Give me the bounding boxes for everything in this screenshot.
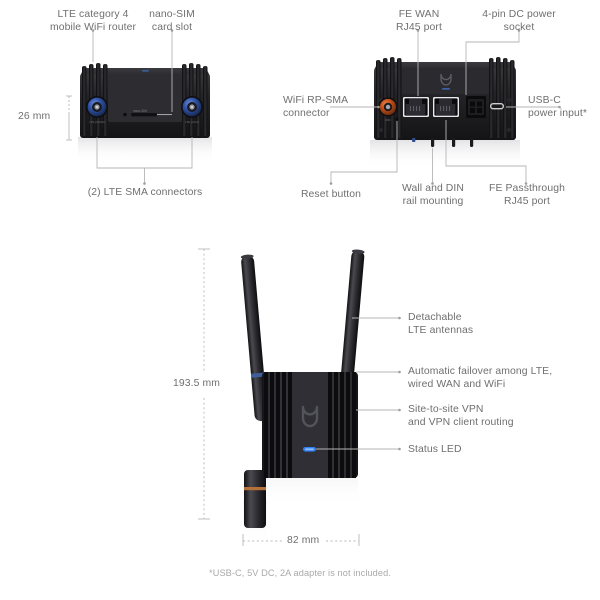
label-detachable-antennas: Detachable LTE antennas <box>408 312 474 337</box>
svg-text:LTE (MAIN): LTE (MAIN) <box>89 120 105 124</box>
label-nano-sim-slot: nano-SIM card slot <box>149 9 195 34</box>
label-usb-c-power-input: USB-C power input* <box>528 95 587 120</box>
antenna-right <box>337 249 365 422</box>
rj45-port-passthrough <box>433 97 459 117</box>
antenna-left <box>240 254 268 422</box>
reset-button-hole <box>395 117 399 121</box>
label-fe-wan-port: FE WAN RJ45 port <box>396 9 442 34</box>
label-reset-button: Reset button <box>300 189 362 200</box>
label-status-led: Status LED <box>408 444 462 455</box>
heatsink-fins-left <box>264 372 292 478</box>
device-rear-view: WIFI <box>370 57 520 168</box>
heatsink-fins-right <box>328 372 356 478</box>
label-site-to-site-vpn: Site-to-site VPN and VPN client routing <box>408 404 514 429</box>
label-fe-passthrough-port: FE Passthrough RJ45 port <box>489 183 565 208</box>
device-front-view: nano-SIM LTE (MAIN) LTE (AUX) <box>78 63 212 163</box>
footnote-usb-adapter: *USB-C, 5V DC, 2A adapter is not include… <box>209 568 391 578</box>
device-full-view <box>240 249 365 548</box>
status-led-indicator <box>303 447 316 452</box>
dimension-label-82mm: 82 mm <box>287 535 320 546</box>
bottom-leader-lines <box>316 316 401 451</box>
usb-c-port <box>490 103 504 110</box>
top-left-leader-lines <box>91 29 193 185</box>
ubiquiti-logo <box>301 405 319 428</box>
dimension-label-193mm: 193.5 mm <box>173 378 220 389</box>
dimension-label-26mm: 26 mm <box>18 111 51 122</box>
svg-text:LTE (AUX): LTE (AUX) <box>185 120 199 124</box>
antenna-bottom <box>244 470 266 528</box>
label-lte-sma-connectors: (2) LTE SMA connectors <box>87 187 203 198</box>
svg-text:nano-SIM: nano-SIM <box>133 109 147 113</box>
svg-text:WIFI: WIFI <box>385 118 391 122</box>
dimension-26mm-bracket <box>66 95 72 141</box>
label-automatic-failover: Automatic failover among LTE, wired WAN … <box>408 366 553 391</box>
dc-power-socket <box>466 96 486 118</box>
rj45-port-wan <box>403 97 429 117</box>
label-lte-router: LTE category 4 mobile WiFi router <box>49 9 137 34</box>
label-wifi-rp-sma-connector: WiFi RP-SMA connector <box>283 95 349 120</box>
label-wall-din-mounting: Wall and DIN rail mounting <box>401 183 465 208</box>
label-dc-power-socket: 4-pin DC power socket <box>482 9 556 34</box>
